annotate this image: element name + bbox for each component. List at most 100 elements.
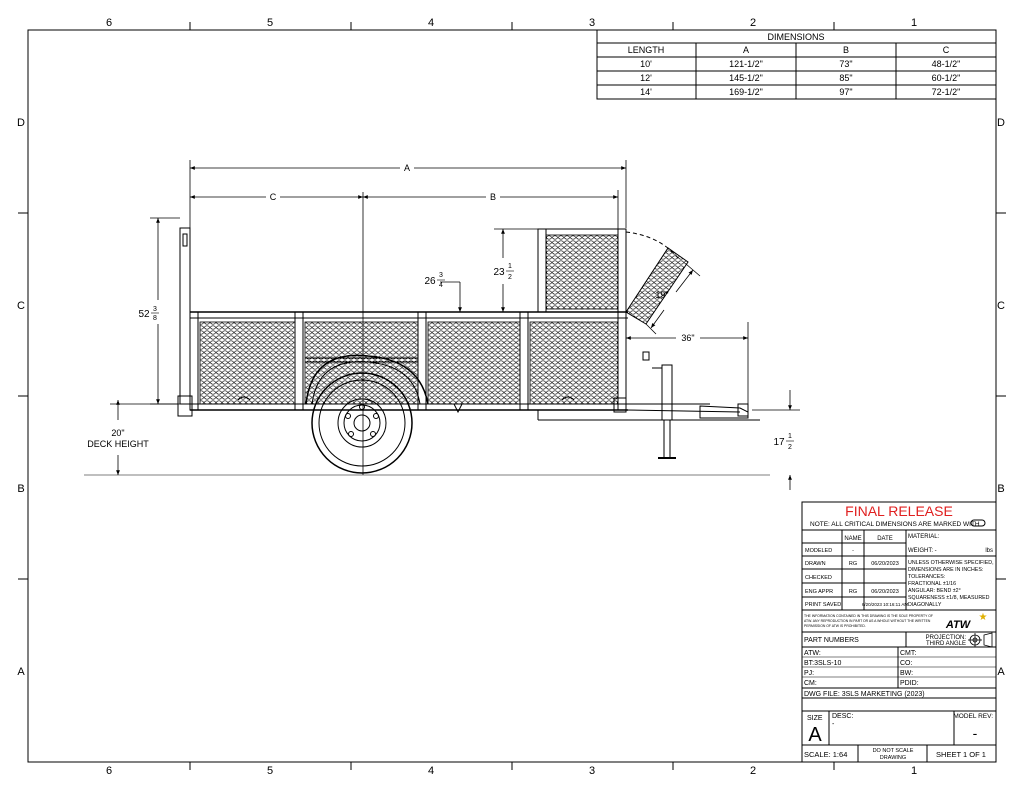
row-label-modeled: MODELED xyxy=(805,548,832,554)
tongue-dim-label: 36" xyxy=(681,333,694,343)
svg-text:PDID:: PDID: xyxy=(900,680,919,687)
dim-a-label: A xyxy=(404,163,410,173)
zone-labels: 6 5 4 3 2 1 6 5 4 3 2 1 D C B A D C B A xyxy=(17,17,1005,777)
part-numbers-label: PART NUMBERS xyxy=(804,637,859,644)
col-date-header: DATE xyxy=(877,536,893,542)
title-block: FINAL RELEASE NOTE: ALL CRITICAL DIMENSI… xyxy=(801,501,997,763)
table-cell: 121-1/2" xyxy=(729,59,763,69)
model-rev-label: MODEL REV: xyxy=(953,713,993,720)
svg-text:06/20/2023: 06/20/2023 xyxy=(871,589,899,595)
star-icon: ★ xyxy=(979,612,988,623)
zone-ticks xyxy=(18,22,1006,770)
gate-height-dim: 52 3 8 xyxy=(138,306,159,322)
svg-text:8: 8 xyxy=(153,315,157,322)
table-cell: 60-1/2" xyxy=(932,73,961,83)
zone-bottom-6: 6 xyxy=(106,765,112,777)
zone-top-3: 3 xyxy=(589,17,595,29)
row-label-print-saved: PRINT SAVED xyxy=(805,602,841,608)
scale-label: SCALE: 1:64 xyxy=(804,750,847,759)
svg-text:6/20/2023 10:16:11 AM: 6/20/2023 10:16:11 AM xyxy=(862,602,908,607)
svg-text:ATW. ANY REPRODUCTION IN PART: ATW. ANY REPRODUCTION IN PART OR AS A WH… xyxy=(804,619,931,623)
svg-text:2: 2 xyxy=(508,274,512,281)
critical-dimension-note: NOTE: ALL CRITICAL DIMENSIONS ARE MARKED… xyxy=(810,521,980,528)
svg-text:3: 3 xyxy=(439,272,443,279)
table-cell: 169-1/2" xyxy=(729,87,763,97)
table-cell: 12' xyxy=(640,73,652,83)
svg-text:52: 52 xyxy=(138,309,150,320)
svg-text:4: 4 xyxy=(439,282,443,289)
zone-top-4: 4 xyxy=(428,17,434,29)
dwg-file: DWG FILE: 3SLS MARKETING (2023) xyxy=(804,691,925,698)
do-not-scale-line1: DO NOT SCALE xyxy=(873,748,914,754)
zone-left-a: A xyxy=(17,666,25,678)
svg-text:1: 1 xyxy=(508,263,512,270)
svg-text:RG: RG xyxy=(849,561,857,567)
svg-text:1: 1 xyxy=(788,433,792,440)
weight-label: WEIGHT: - xyxy=(908,548,937,554)
side-height-dim: 26 3 4 xyxy=(424,272,445,289)
svg-text:ANGULAR: BEND ±2°: ANGULAR: BEND ±2° xyxy=(908,588,961,594)
table-cell: 10' xyxy=(640,59,652,69)
zone-right-b: B xyxy=(997,483,1004,495)
weight-unit: lbs xyxy=(985,548,993,554)
svg-text:06/20/2023: 06/20/2023 xyxy=(871,561,899,567)
angle-dim-label: 19" xyxy=(655,290,668,300)
final-release-status: FINAL RELEASE xyxy=(845,503,953,519)
svg-text:DIAGONALLY: DIAGONALLY xyxy=(908,602,942,608)
dim-b-label: B xyxy=(490,192,496,202)
table-header-b: B xyxy=(843,45,849,55)
deck-height-label: DECK HEIGHT xyxy=(87,439,149,449)
svg-text:THE INFORMATION CONTAINED IN T: THE INFORMATION CONTAINED IN THIS DRAWIN… xyxy=(804,614,933,618)
zone-bottom-4: 4 xyxy=(428,765,434,777)
svg-text:FRACTIONAL ±1/16: FRACTIONAL ±1/16 xyxy=(908,581,956,587)
svg-text:26: 26 xyxy=(424,276,436,287)
zone-bottom-1: 1 xyxy=(911,765,917,777)
approval-rows: MODELED - DRAWN RG 06/20/2023 CHECKED EN… xyxy=(805,548,908,608)
zone-right-c: C xyxy=(997,300,1005,312)
dimensions-table: DIMENSIONS LENGTH A B C 10' 121-1/2" 73"… xyxy=(596,29,997,100)
table-cell: 97" xyxy=(839,87,852,97)
svg-text:BW:: BW: xyxy=(900,670,913,677)
size-value: A xyxy=(808,724,822,746)
svg-text:BT:3SLS-10: BT:3SLS-10 xyxy=(804,660,841,667)
svg-text:PERMISSION OF ATW IS PROHIBITE: PERMISSION OF ATW IS PROHIBITED. xyxy=(804,624,866,628)
trailer-side-view xyxy=(177,227,760,474)
table-cell: 73" xyxy=(839,59,852,69)
svg-text:UNLESS OTHERWISE SPECIFIED,: UNLESS OTHERWISE SPECIFIED, xyxy=(908,560,994,566)
zone-bottom-5: 5 xyxy=(267,765,273,777)
zone-bottom-2: 2 xyxy=(750,765,756,777)
proprietary-notice: THE INFORMATION CONTAINED IN THIS DRAWIN… xyxy=(804,614,933,628)
svg-text:3: 3 xyxy=(153,306,157,313)
table-cell: 48-1/2" xyxy=(932,59,961,69)
deck-height-value: 20" xyxy=(111,428,124,438)
col-name-header: NAME xyxy=(844,536,861,542)
svg-text:TOLERANCES:: TOLERANCES: xyxy=(908,574,945,580)
table-cell: 85" xyxy=(839,73,852,83)
svg-text:CM:: CM: xyxy=(804,680,817,687)
row-label-checked: CHECKED xyxy=(805,575,832,581)
model-rev-value: - xyxy=(973,725,978,741)
size-label: SIZE xyxy=(807,715,823,722)
svg-text:PJ:: PJ: xyxy=(804,670,814,677)
table-header-length: LENGTH xyxy=(628,45,665,55)
svg-text:17: 17 xyxy=(773,437,785,448)
zone-top-6: 6 xyxy=(106,17,112,29)
projection-value: THIRD ANGLE xyxy=(926,641,966,647)
atw-logo: ATW xyxy=(945,619,972,631)
table-cell: 145-1/2" xyxy=(729,73,763,83)
table-header-a: A xyxy=(743,45,749,55)
row-label-eng-appr: ENG APPR xyxy=(805,589,833,595)
zone-left-c: C xyxy=(17,300,25,312)
svg-text:RG: RG xyxy=(849,589,857,595)
zone-bottom-3: 3 xyxy=(589,765,595,777)
svg-text:-: - xyxy=(852,548,854,554)
zone-top-1: 1 xyxy=(911,17,917,29)
dim-c-label: C xyxy=(270,192,277,202)
zone-right-d: D xyxy=(997,117,1005,129)
projection-label: PROJECTION: xyxy=(926,635,967,641)
dimension-lines xyxy=(84,160,800,490)
desc-label: DESC: xyxy=(832,713,853,720)
svg-text:2: 2 xyxy=(788,444,792,451)
sheet-number: SHEET 1 OF 1 xyxy=(936,750,986,759)
coupler-height-dim: 17 1 2 xyxy=(773,433,794,451)
